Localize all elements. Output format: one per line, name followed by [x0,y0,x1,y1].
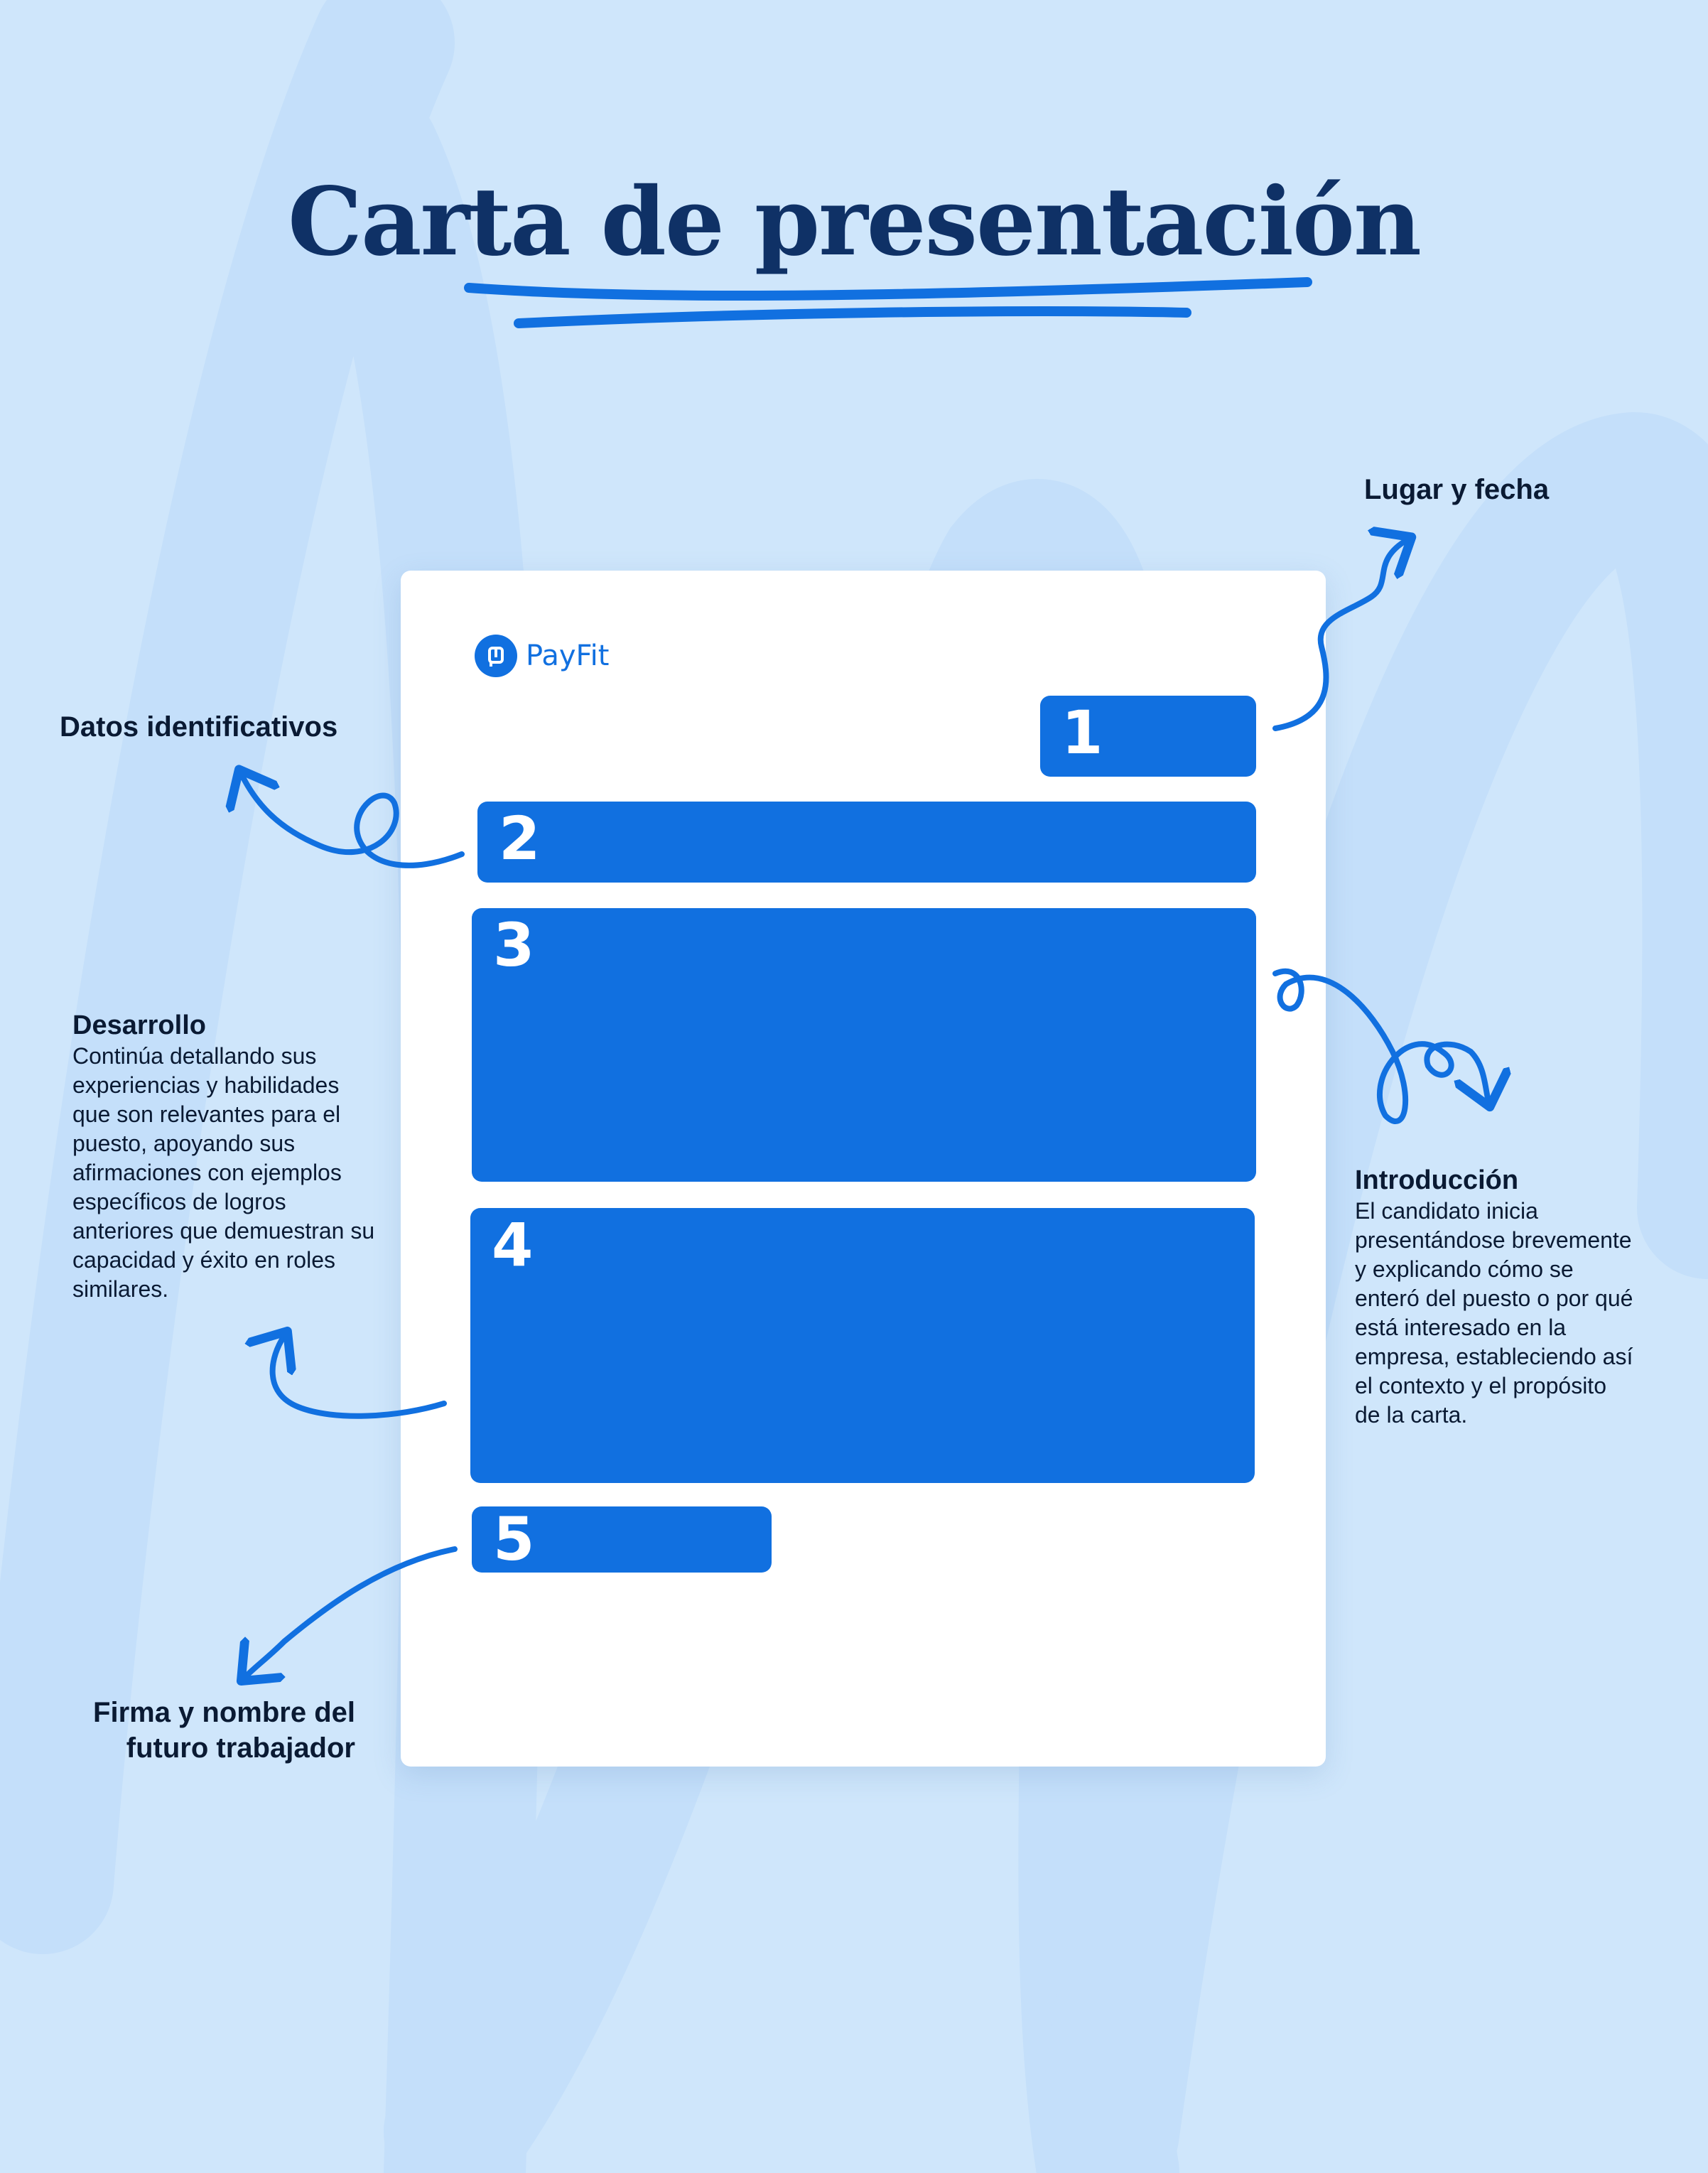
desarrollo-line: afirmaciones con ejemplos [72,1160,342,1185]
block-number: 3 [493,910,535,980]
brand-logo: PayFit [475,635,609,677]
annotation-desarrollo: Desarrollo Continúa detallando sus exper… [72,1009,374,1304]
introduccion-line: está interesado en la [1355,1315,1567,1340]
introduccion-line: el contexto y el propósito [1355,1373,1606,1398]
desarrollo-line: Continúa detallando sus [72,1043,317,1069]
firma-line: Firma y nombre del [93,1697,355,1728]
introduccion-line: de la carta. [1355,1402,1468,1428]
introduccion-line: El candidato inicia [1355,1198,1538,1224]
desarrollo-line: puesto, apoyando sus [72,1131,296,1156]
page-title: Carta de presentación [288,167,1422,277]
block-number: 1 [1061,698,1103,767]
label-datos-identificativos: Datos identificativos [60,711,338,743]
block-desarrollo: 4 [470,1208,1255,1483]
introduccion-line: empresa, estableciendo así [1355,1344,1633,1369]
introduccion-line: presentándose brevemente [1355,1227,1632,1253]
block-lugar-fecha: 1 [1040,696,1256,777]
desarrollo-line: anteriores que demuestran su [72,1218,375,1244]
block-number: 5 [493,1504,535,1574]
desarrollo-line: específicos de logros [72,1189,286,1214]
label-lugar-fecha: Lugar y fecha [1364,474,1550,505]
desarrollo-line: experiencias y habilidades [72,1072,340,1098]
block-introduccion: 3 [472,908,1256,1182]
payfit-logo-icon [475,635,517,677]
label-firma: Firma y nombre del futuro trabajador [57,1695,355,1766]
title-underline-decoration [464,277,1312,328]
desarrollo-line: que son relevantes para el [72,1101,341,1127]
desarrollo-line: similares. [72,1276,169,1302]
annotation-introduccion: Introducción El candidato inicia present… [1355,1164,1633,1430]
introduccion-line: y explicando cómo se [1355,1256,1574,1282]
block-firma: 5 [472,1506,772,1573]
introduccion-title: Introducción [1355,1165,1519,1195]
block-number: 4 [492,1210,534,1280]
block-datos-identificativos: 2 [477,802,1256,883]
brand-name: PayFit [526,640,610,672]
introduccion-line: enteró del puesto o por qué [1355,1285,1633,1311]
desarrollo-title: Desarrollo [72,1010,206,1040]
letter-template: PayFit 1 2 3 4 5 [401,571,1326,1767]
block-number: 2 [499,804,541,873]
firma-line: futuro trabajador [126,1732,355,1764]
desarrollo-line: capacidad y éxito en roles [72,1247,335,1273]
